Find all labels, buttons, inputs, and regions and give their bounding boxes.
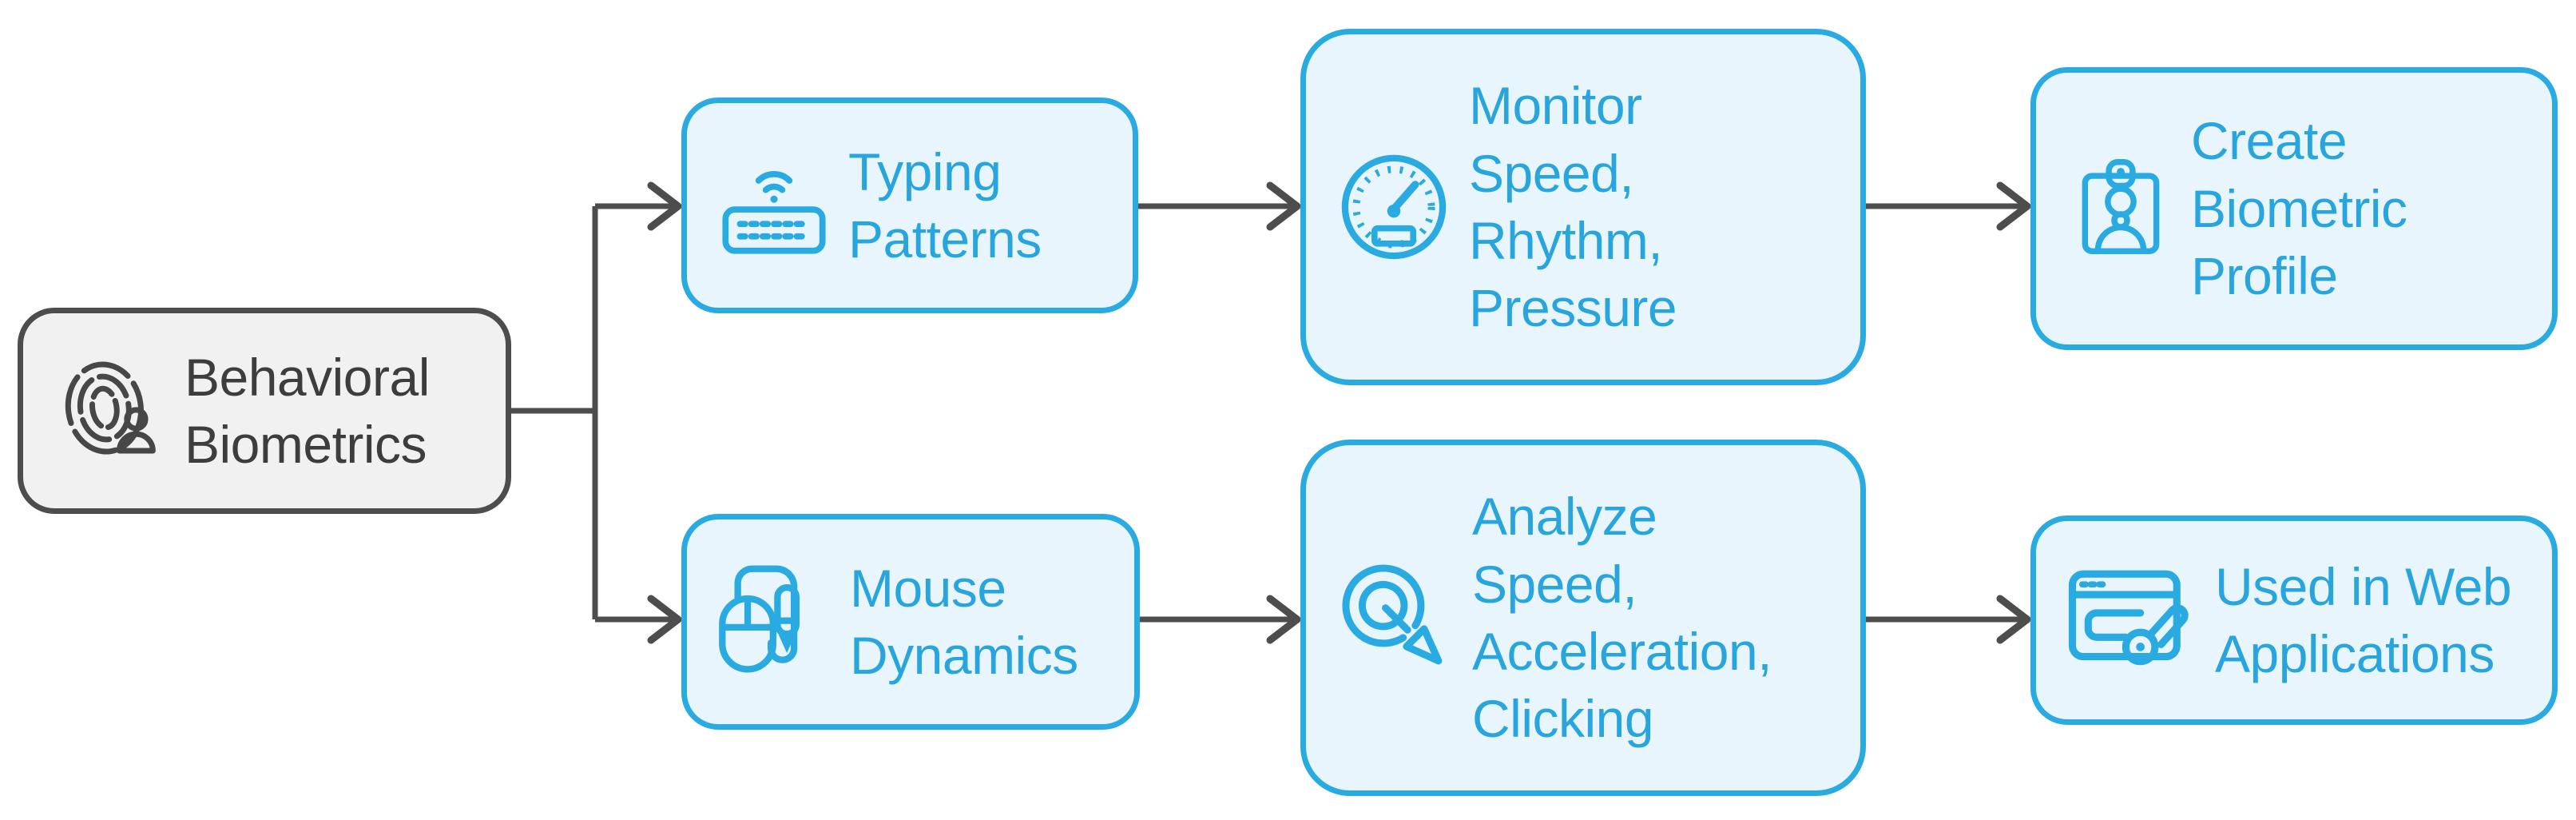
browser-pen-icon [2065, 559, 2199, 681]
node-used-in-web-applications: Used in Web Applications [2030, 515, 2558, 725]
arrowhead-to-monitor [1266, 181, 1301, 231]
arrowheads [647, 181, 2031, 644]
node-label: Analyze Speed, Acceleration, Clicking [1472, 487, 1772, 749]
node-monitor-speed-rhythm-pressure: Monitor Speed, Rhythm, Pressure [1300, 29, 1866, 385]
wireless-keyboard-icon [717, 153, 831, 258]
arrowhead-to-mouse [647, 595, 682, 644]
mouse-cable-icon [716, 557, 837, 687]
arrowhead-to-create [1996, 181, 2031, 231]
node-label: Used in Web Applications [2215, 556, 2512, 683]
node-mouse-dynamics: Mouse Dynamics [681, 514, 1140, 730]
arrowhead-to-analyze [1266, 595, 1301, 644]
node-label: Monitor Speed, Rhythm, Pressure [1469, 76, 1677, 338]
node-analyze-speed-acceleration-clicking: Analyze Speed, Acceleration, Clicking [1300, 440, 1866, 796]
id-badge-icon [2071, 151, 2170, 266]
fingerprint-user-icon [60, 356, 162, 466]
node-create-biometric-profile: Create Biometric Profile [2030, 67, 2558, 350]
arrowhead-to-typing [647, 181, 682, 231]
node-behavioral-biometrics: Behavioral Biometrics [18, 308, 511, 514]
connector-shafts [511, 203, 2024, 623]
node-label: Create Biometric Profile [2191, 111, 2407, 306]
speedometer-gauge-icon [1338, 151, 1450, 263]
node-label: Typing Patterns [848, 141, 1042, 269]
node-label: Mouse Dynamics [850, 558, 1078, 685]
node-typing-patterns: Typing Patterns [681, 98, 1138, 313]
cursor-click-icon [1335, 557, 1456, 679]
arrowhead-to-webapps [1996, 595, 2031, 644]
node-label: Behavioral Biometrics [185, 347, 430, 474]
